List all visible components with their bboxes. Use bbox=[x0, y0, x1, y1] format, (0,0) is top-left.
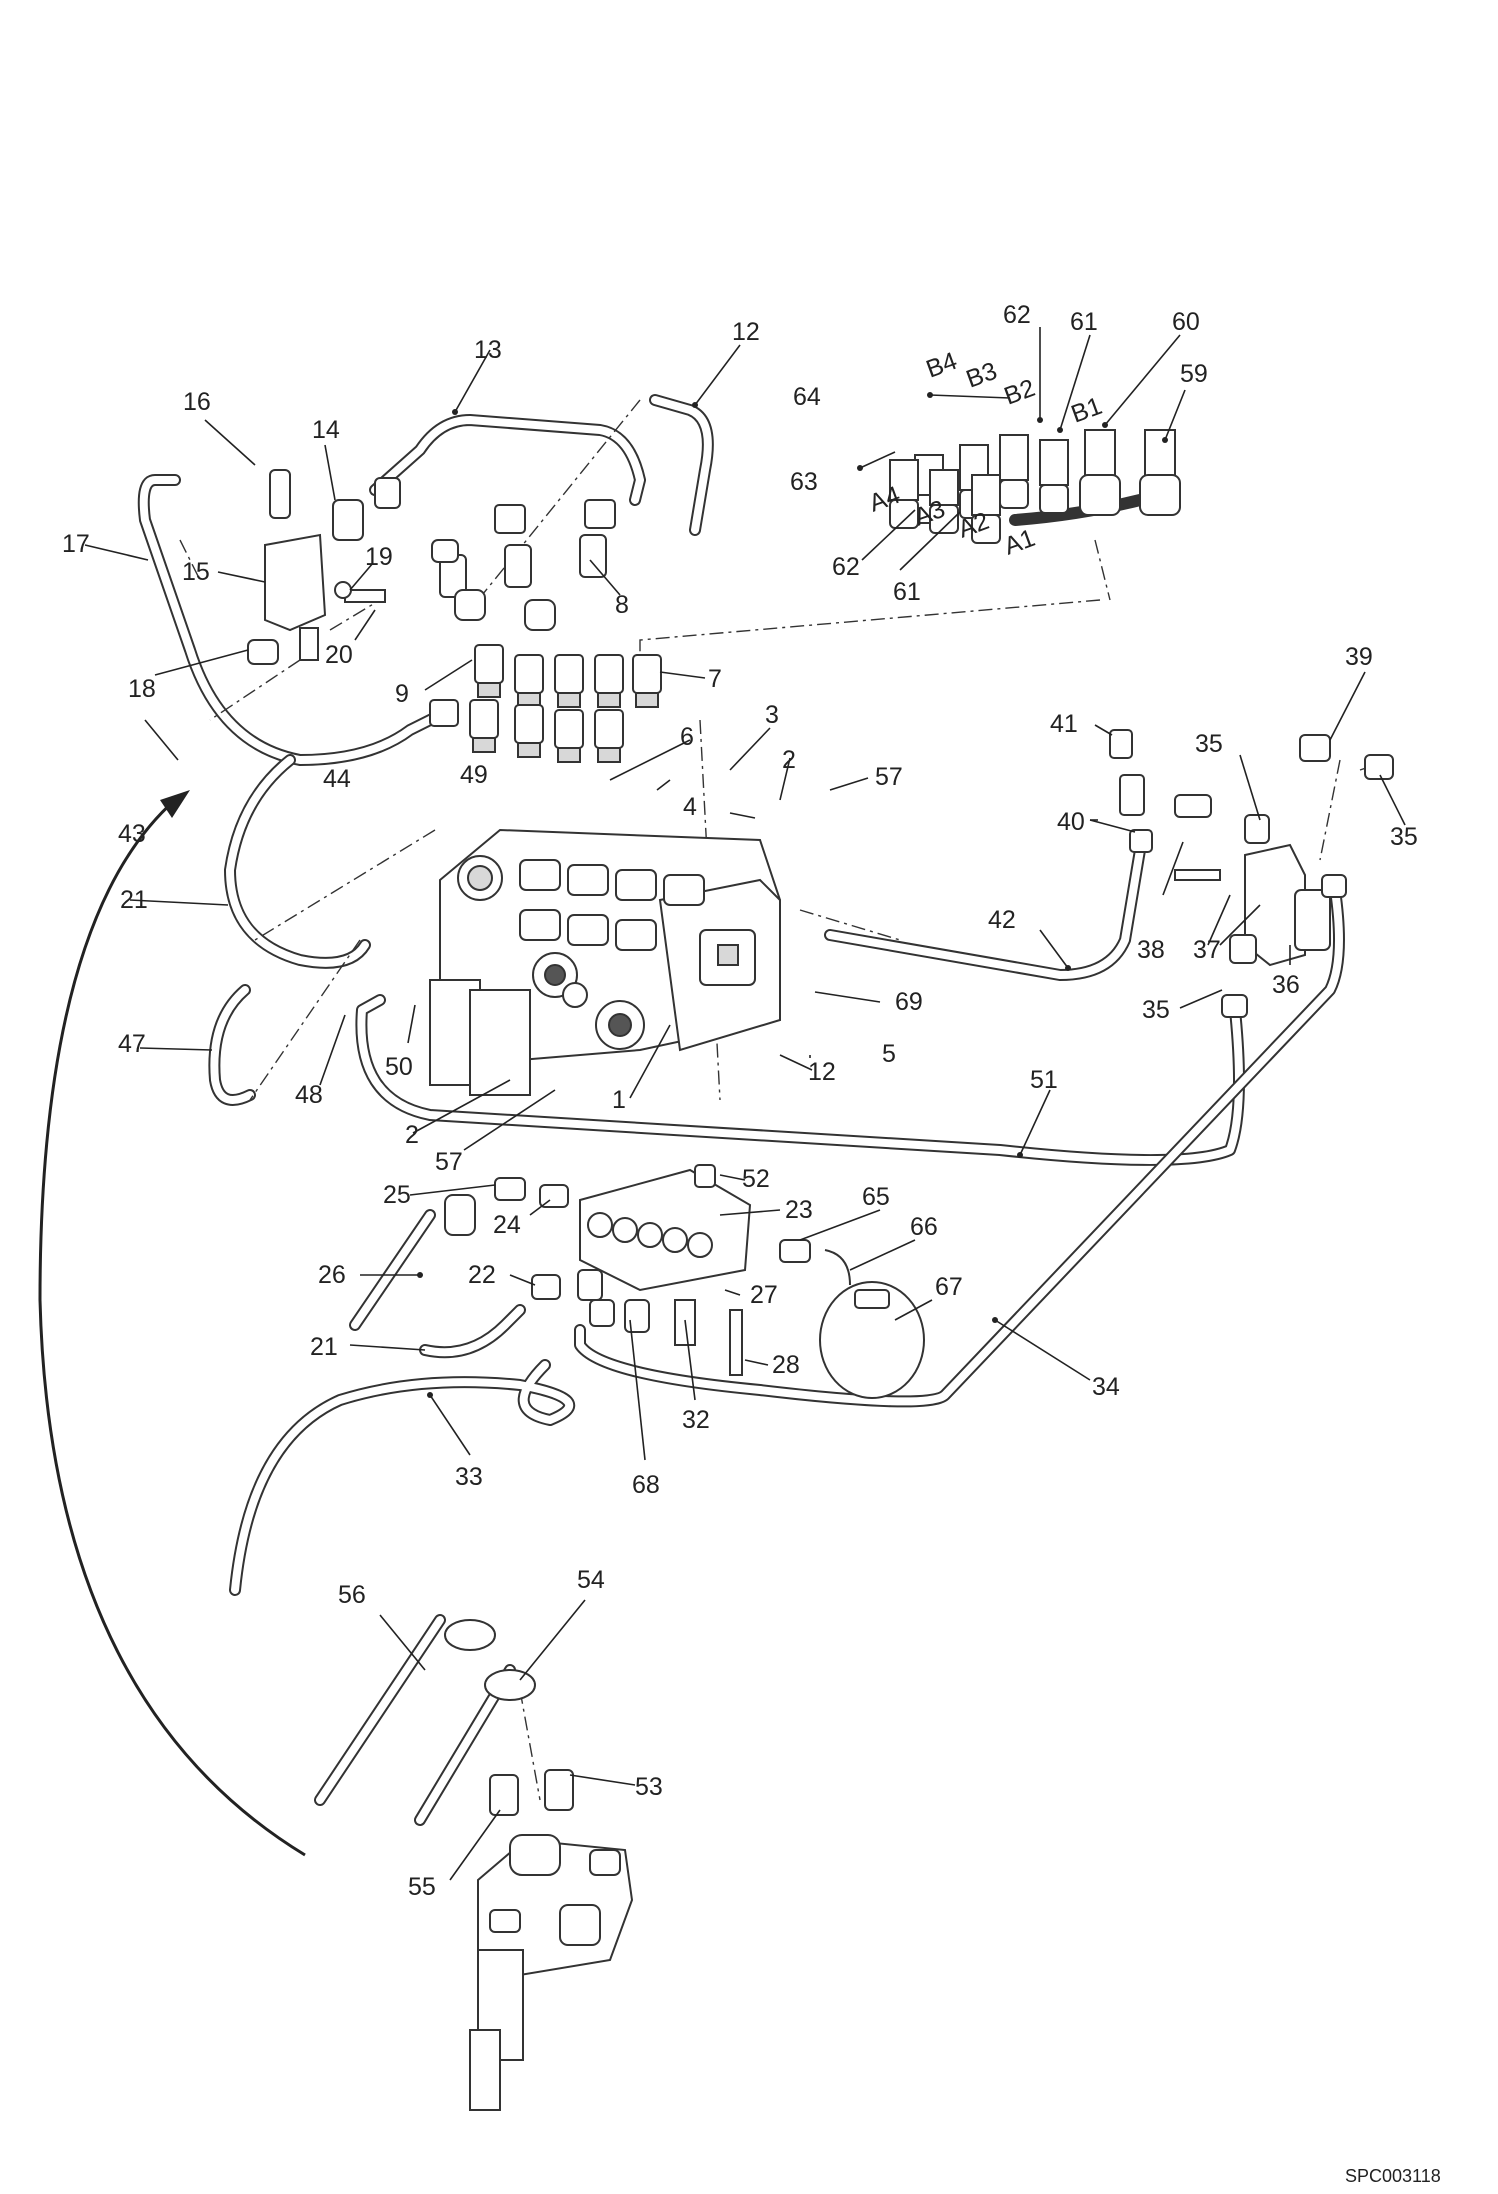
callout-40: 40 bbox=[1057, 808, 1085, 836]
callout-63: 63 bbox=[790, 468, 818, 496]
port-label-b1: B1 bbox=[1067, 392, 1105, 429]
callout-2: 2 bbox=[782, 746, 796, 774]
callout-22: 22 bbox=[468, 1261, 496, 1289]
fitting-grid bbox=[429, 499, 662, 763]
callout-21: 21 bbox=[120, 886, 148, 914]
relief-block bbox=[247, 469, 459, 665]
callout-35: 35 bbox=[1195, 730, 1223, 758]
callout-43: 43 bbox=[118, 820, 146, 848]
callout-9: 9 bbox=[395, 680, 409, 708]
callout-57: 57 bbox=[435, 1148, 463, 1176]
callout-23: 23 bbox=[785, 1196, 813, 1224]
callout-37: 37 bbox=[1193, 936, 1221, 964]
callout-61: 61 bbox=[893, 578, 921, 606]
callout-35: 35 bbox=[1390, 823, 1418, 851]
valve-section-ports bbox=[519, 859, 705, 951]
callout-27: 27 bbox=[750, 1281, 778, 1309]
callout-32: 32 bbox=[682, 1406, 710, 1434]
callout-19: 19 bbox=[365, 543, 393, 571]
callout-57: 57 bbox=[875, 763, 903, 791]
callout-28: 28 bbox=[772, 1351, 800, 1379]
manifold-block bbox=[444, 1164, 925, 1399]
callout-24: 24 bbox=[493, 1211, 521, 1239]
callout-1: 1 bbox=[612, 1086, 626, 1114]
callout-62: 62 bbox=[1003, 301, 1031, 329]
callout-36: 36 bbox=[1272, 971, 1300, 999]
callout-55: 55 bbox=[408, 1873, 436, 1901]
callout-47: 47 bbox=[118, 1030, 146, 1058]
callout-8: 8 bbox=[615, 591, 629, 619]
callout-6: 6 bbox=[680, 723, 694, 751]
callout-69: 69 bbox=[895, 988, 923, 1016]
port-label-b3: B3 bbox=[962, 357, 1000, 394]
callout-12: 12 bbox=[732, 318, 760, 346]
callout-26: 26 bbox=[318, 1261, 346, 1289]
leader-lines bbox=[84, 327, 1406, 1881]
callout-54: 54 bbox=[577, 1566, 605, 1594]
callout-48: 48 bbox=[295, 1081, 323, 1109]
callout-18: 18 bbox=[128, 675, 156, 703]
callout-21: 21 bbox=[310, 1333, 338, 1361]
callout-13: 13 bbox=[474, 336, 502, 364]
right-valve-block bbox=[1109, 729, 1394, 1018]
callout-38: 38 bbox=[1137, 936, 1165, 964]
callout-12: 12 bbox=[808, 1058, 836, 1086]
single-valve-section bbox=[444, 1619, 634, 2111]
callout-33: 33 bbox=[455, 1463, 483, 1491]
callout-53: 53 bbox=[635, 1773, 663, 1801]
tubes bbox=[137, 394, 1345, 1826]
drawing-reference-number: SPC003118 bbox=[1345, 2166, 1441, 2186]
callout-25: 25 bbox=[383, 1181, 411, 1209]
callout-59: 59 bbox=[1180, 360, 1208, 388]
callout-62: 62 bbox=[832, 553, 860, 581]
port-label-b2: B2 bbox=[1000, 374, 1038, 411]
callout-50: 50 bbox=[385, 1053, 413, 1081]
callout-61: 61 bbox=[1070, 308, 1098, 336]
callout-20: 20 bbox=[325, 641, 353, 669]
port-label-b4: B4 bbox=[922, 347, 960, 384]
callout-56: 56 bbox=[338, 1581, 366, 1609]
callout-42: 42 bbox=[988, 906, 1016, 934]
callout-49: 49 bbox=[460, 761, 488, 789]
callout-17: 17 bbox=[62, 530, 90, 558]
callout-66: 66 bbox=[910, 1213, 938, 1241]
port-fittings bbox=[889, 429, 1181, 544]
callout-39: 39 bbox=[1345, 643, 1373, 671]
callout-labels: 1 2 2 3 4 5 6 7 8 9 12 12 13 14 15 16 17… bbox=[62, 301, 1418, 1901]
callout-67: 67 bbox=[935, 1273, 963, 1301]
callout-15: 15 bbox=[182, 558, 210, 586]
callout-41: 41 bbox=[1050, 710, 1078, 738]
callout-4: 4 bbox=[683, 793, 697, 821]
callout-51: 51 bbox=[1030, 1066, 1058, 1094]
callout-35: 35 bbox=[1142, 996, 1170, 1024]
callout-34: 34 bbox=[1092, 1373, 1120, 1401]
callout-2: 2 bbox=[405, 1121, 419, 1149]
callout-44: 44 bbox=[323, 765, 351, 793]
callout-52: 52 bbox=[742, 1165, 770, 1193]
callout-5: 5 bbox=[882, 1040, 896, 1068]
callout-60: 60 bbox=[1172, 308, 1200, 336]
callout-16: 16 bbox=[183, 388, 211, 416]
callout-7: 7 bbox=[708, 665, 722, 693]
reference-arrow bbox=[38, 790, 306, 1857]
main-valve-assembly bbox=[429, 828, 781, 1096]
callout-64: 64 bbox=[793, 383, 821, 411]
callout-3: 3 bbox=[765, 701, 779, 729]
callout-14: 14 bbox=[312, 416, 340, 444]
port-label-a1: A1 bbox=[1000, 524, 1038, 561]
callout-68: 68 bbox=[632, 1471, 660, 1499]
callout-65: 65 bbox=[862, 1183, 890, 1211]
